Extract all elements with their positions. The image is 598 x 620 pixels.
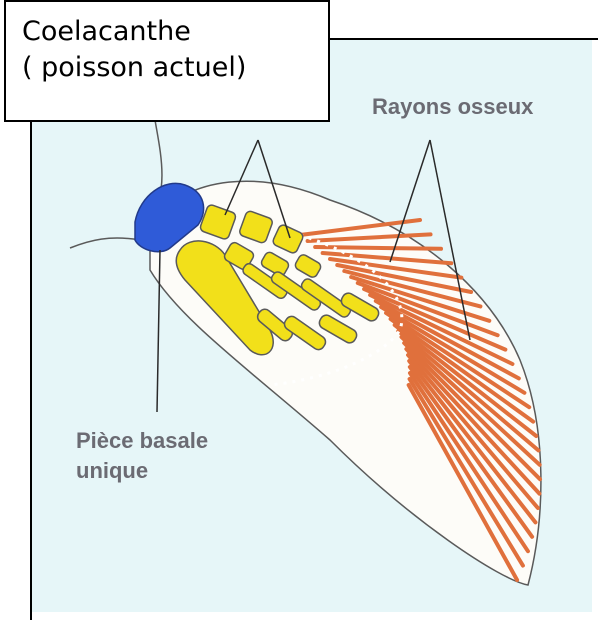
body-line-lower <box>70 238 140 248</box>
title-line-1: Coelacanthe <box>22 14 312 50</box>
title-line-2: ( poisson actuel) <box>22 50 312 86</box>
label-rays: Rayons osseux <box>372 94 533 120</box>
label-basal-line1: Pièce basale <box>76 428 208 454</box>
label-basal-line2: unique <box>76 458 148 484</box>
title-box: Coelacanthe ( poisson actuel) <box>4 0 330 122</box>
